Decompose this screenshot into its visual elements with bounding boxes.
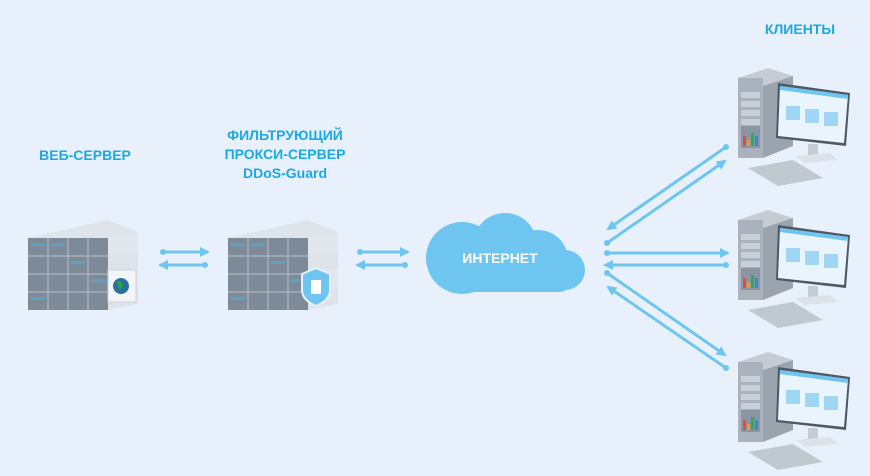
proxy-label-line-3: DDoS-Guard bbox=[243, 165, 327, 181]
clients-label: КЛИЕНТЫ bbox=[764, 21, 836, 37]
proxy-label-line-1: ФИЛЬТРУЮЩИЙ bbox=[227, 127, 343, 143]
proxy-label: ФИЛЬТРУЮЩИЙ ПРОКСИ-СЕРВЕР DDoS-Guard bbox=[195, 126, 375, 183]
arrow-proxy-internet bbox=[355, 247, 410, 270]
proxy-label-line-2: ПРОКСИ-СЕРВЕР bbox=[224, 146, 346, 162]
client-pc-3 bbox=[738, 352, 850, 470]
web-server-icon bbox=[27, 219, 139, 311]
arrow-web-proxy bbox=[158, 247, 210, 270]
web-server-label: ВЕБ-СЕРВЕР bbox=[39, 147, 131, 163]
proxy-server-icon bbox=[227, 219, 339, 311]
internet-label: ИНТЕРНЕТ bbox=[462, 250, 538, 266]
arrow-internet-client-3 bbox=[604, 270, 729, 371]
client-pc-1 bbox=[738, 68, 850, 186]
client-pc-2 bbox=[738, 210, 850, 328]
arrow-internet-client-1 bbox=[604, 144, 729, 246]
arrow-internet-client-2 bbox=[603, 248, 730, 270]
internet-cloud bbox=[426, 213, 585, 294]
